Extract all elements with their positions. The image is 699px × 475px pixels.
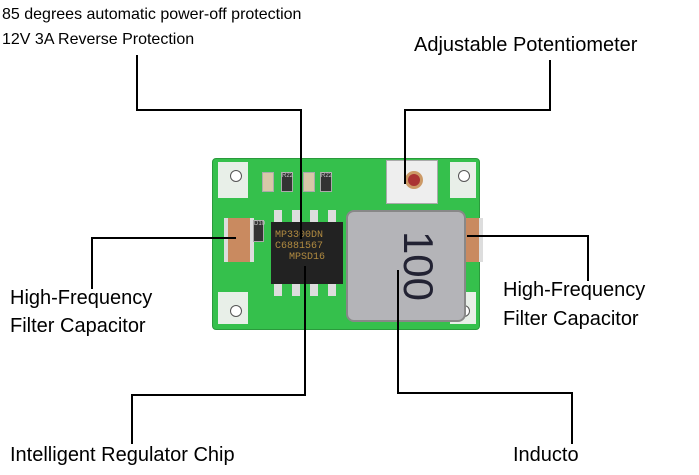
chip-label: Intelligent Regulator Chip [10,444,235,466]
chip-pin [274,210,282,222]
leader-line [549,60,551,111]
leader-line [404,109,551,111]
inductor-marking: 100 [395,230,442,302]
right-capacitor-label-1: High-Frequency [503,279,646,301]
potentiometer [386,160,438,204]
chip-marking: MP3300DN [275,230,324,241]
chip-pin [328,284,336,296]
leader-line [91,237,93,289]
resistor: R22 [320,172,332,192]
mount-hole [458,170,470,182]
diode: D10 [253,220,265,242]
chip-pin [292,210,300,222]
leader-line [587,235,589,281]
smd-component [303,172,315,192]
leader-line [571,392,573,444]
chip-pin [274,284,282,296]
left-capacitor-label-1: High-Frequency [10,287,153,309]
right-capacitor-label-2: Filter Capacitor [503,308,639,330]
regulator-chip: MP3300DN C6881567 MPSD16 [271,222,343,284]
chip-marking: MPSD16 [289,252,326,263]
chip-pin [310,210,318,222]
leader-line [304,266,306,396]
leader-line [136,109,302,111]
leader-line [131,394,133,444]
inductor: 100 [346,210,466,322]
chip-pin [328,210,336,222]
mount-hole [230,305,242,317]
protection-note: 85 degrees automatic power-off protectio… [2,6,302,23]
left-capacitor-label-2: Filter Capacitor [10,315,146,337]
leader-line [91,237,236,239]
chip-pin [292,284,300,296]
potentiometer-label: Adjustable Potentiometer [414,34,638,56]
leader-line [404,109,406,184]
leader-line [397,392,573,394]
inductor-label: Inducto [513,444,579,466]
reverse-protection-note: 12V 3A Reverse Protection [2,31,195,48]
mount-hole [230,170,242,182]
leader-line [131,394,306,396]
leader-line [300,109,302,239]
chip-pin [310,284,318,296]
leader-line [397,270,399,394]
smd-component [262,172,274,192]
chip-marking: C6881567 [275,241,324,252]
leader-line [467,235,589,237]
leader-line [136,55,138,111]
resistor: R22 [281,172,293,192]
left-capacitor [224,218,254,262]
